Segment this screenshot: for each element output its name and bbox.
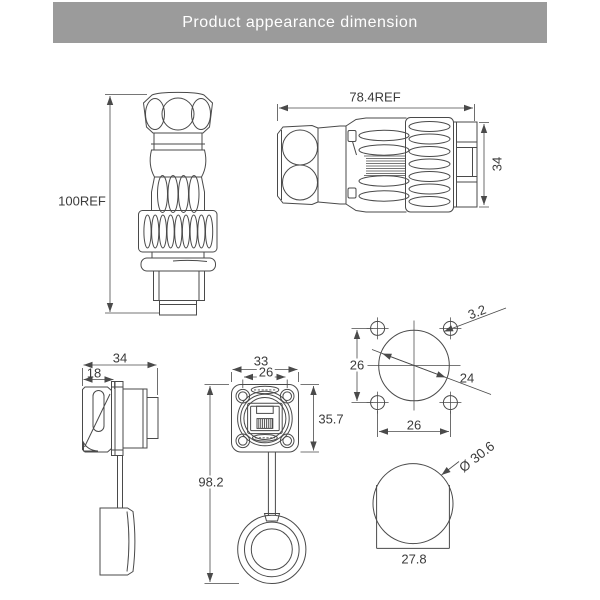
dim-label-100ref: 100REF (58, 193, 106, 209)
dim-label-98-2: 98.2 (196, 474, 226, 490)
dim-label-78-4ref: 78.4REF (349, 89, 401, 105)
view-socket-front (231, 384, 307, 585)
view-panel-cutout (366, 317, 462, 414)
dim-label-26-front: 26 (256, 364, 276, 380)
dim-label-34-width: 34 (112, 350, 128, 366)
dim-label-26-horizontal: 26 (406, 417, 422, 433)
dim-label-33: 33 (253, 353, 269, 369)
page-title: Product appearance dimension (182, 13, 418, 31)
brand-logo-oval-top (250, 385, 280, 395)
dim-label-26-vertical: 26 (347, 357, 367, 373)
brand-logo-oval-bottom (252, 434, 278, 442)
dim-label-18: 18 (86, 365, 102, 381)
dim-label-35-7: 35.7 (318, 411, 344, 427)
view-key-profile (372, 463, 454, 549)
dim-label-34-diameter: 34 (489, 156, 505, 172)
view-plug-vertical (138, 91, 218, 316)
view-plug-horizontal (277, 117, 478, 213)
view-socket-side (82, 381, 159, 576)
dim-label-27-8: 27.8 (401, 551, 427, 567)
header-bar: Product appearance dimension (53, 2, 547, 43)
dimension-lines (82, 94, 507, 584)
rj45-jack (247, 402, 283, 435)
dim-label-24: 24 (459, 370, 475, 386)
